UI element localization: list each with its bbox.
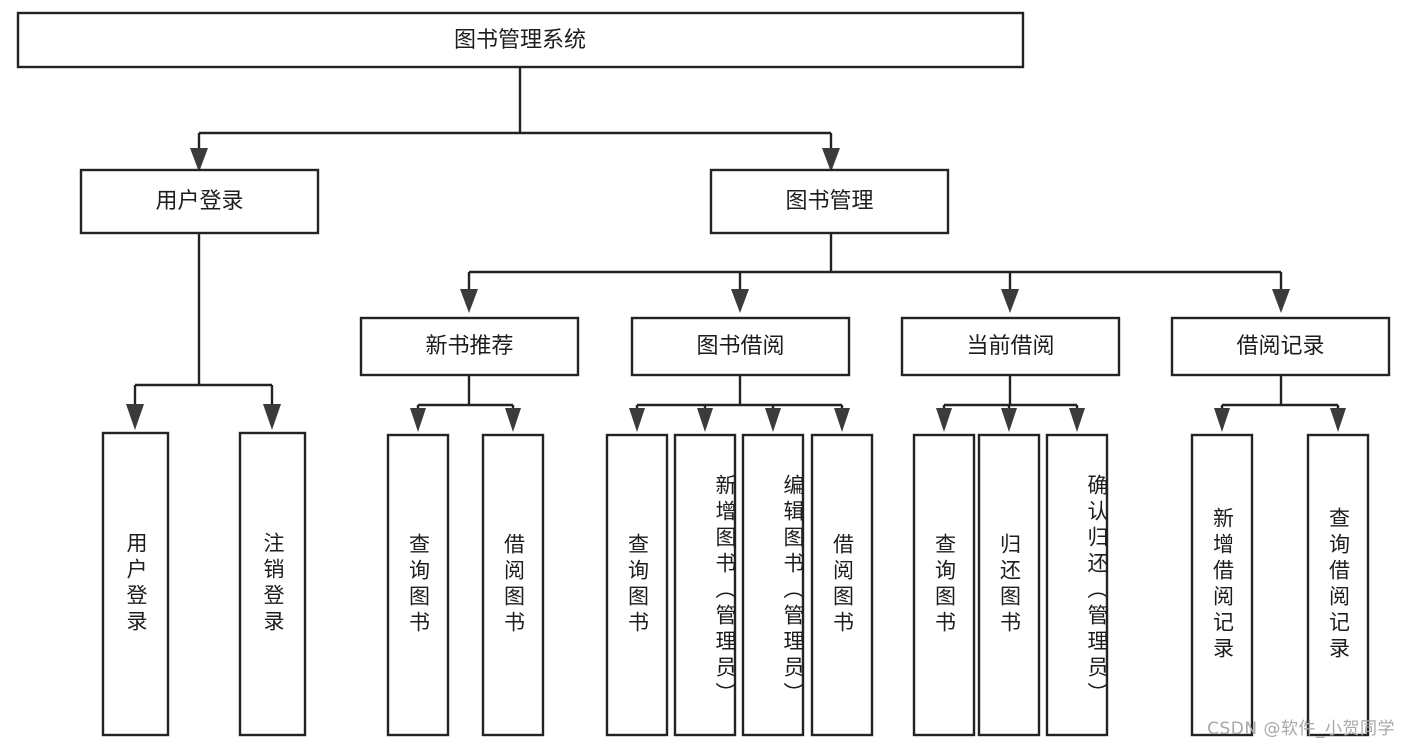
arrow-icon-book-borrow	[731, 289, 749, 313]
watermark: CSDN @软件_小贺同学	[1207, 719, 1395, 739]
node-box-leaf-user-login-2[interactable]	[238, 431, 307, 737]
node-box-leaf-book-borrow-1[interactable]	[605, 433, 669, 737]
node-boxes: 图书管理系统 用户登录 图书管理 新书推荐 图书借阅 当前借阅 借阅记录	[16, 11, 1391, 737]
arrow-icon-borrow-record	[1272, 289, 1290, 313]
node-box-user-login[interactable]	[79, 168, 320, 235]
arrow-icon-leaf-new-book-1	[410, 408, 426, 432]
arrow-heads	[126, 148, 1346, 432]
arrow-icon-book-manage	[822, 148, 840, 172]
node-box-current-borrow[interactable]	[900, 316, 1121, 377]
arrow-icon-leaf-current-borrow-3	[1069, 408, 1085, 432]
arrow-icon-leaf-book-borrow-1	[629, 408, 645, 432]
node-label-book-borrow: 图书借阅	[696, 334, 784, 359]
arrow-icon-leaf-user-login-2	[263, 404, 281, 430]
node-label-new-book-recommend: 新书推荐	[425, 334, 513, 359]
node-box-leaf-current-borrow-1[interactable]	[912, 433, 976, 737]
arrow-icon-leaf-current-borrow-2	[1001, 408, 1017, 432]
node-label-borrow-record: 借阅记录	[1236, 334, 1324, 359]
arrow-icon-leaf-borrow-record-2	[1330, 408, 1346, 432]
node-box-leaf-current-borrow-2[interactable]	[977, 433, 1041, 737]
arrow-icon-new-book	[460, 289, 478, 313]
arrow-icon-leaf-book-borrow-3	[765, 408, 781, 432]
node-label-user-login: 用户登录	[155, 189, 243, 214]
node-label-current-borrow: 当前借阅	[966, 334, 1054, 359]
arrow-icon-leaf-user-login-1	[126, 404, 144, 430]
node-label-book-management: 图书管理	[785, 189, 873, 214]
node-box-leaf-current-borrow-3[interactable]	[1045, 433, 1109, 737]
node-box-leaf-book-borrow-3[interactable]	[741, 433, 805, 737]
arrow-icon-user-login	[190, 148, 208, 172]
arrow-icon-leaf-borrow-record-1	[1214, 408, 1230, 432]
arrow-icon-leaf-new-book-2	[505, 408, 521, 432]
node-box-leaf-new-book-1[interactable]	[386, 433, 450, 737]
arrow-icon-leaf-current-borrow-1	[936, 408, 952, 432]
arrow-icon-leaf-book-borrow-4	[834, 408, 850, 432]
node-box-leaf-borrow-record-1[interactable]	[1190, 433, 1254, 737]
node-box-leaf-borrow-record-2[interactable]	[1306, 433, 1370, 737]
node-label-root: 图书管理系统	[454, 28, 586, 53]
node-box-leaf-book-borrow-4[interactable]	[810, 433, 874, 737]
node-box-leaf-new-book-2[interactable]	[481, 433, 545, 737]
arrow-icon-leaf-book-borrow-2	[697, 408, 713, 432]
node-box-leaf-book-borrow-2[interactable]	[673, 433, 737, 737]
node-box-root[interactable]	[16, 11, 1025, 69]
node-box-borrow-record[interactable]	[1170, 316, 1391, 377]
node-box-book-management[interactable]	[709, 168, 950, 235]
node-box-new-book-recommend[interactable]	[359, 316, 580, 377]
node-box-book-borrow[interactable]	[630, 316, 851, 377]
arrow-icon-current-borrow	[1001, 289, 1019, 313]
node-box-leaf-user-login-1[interactable]	[101, 431, 170, 737]
